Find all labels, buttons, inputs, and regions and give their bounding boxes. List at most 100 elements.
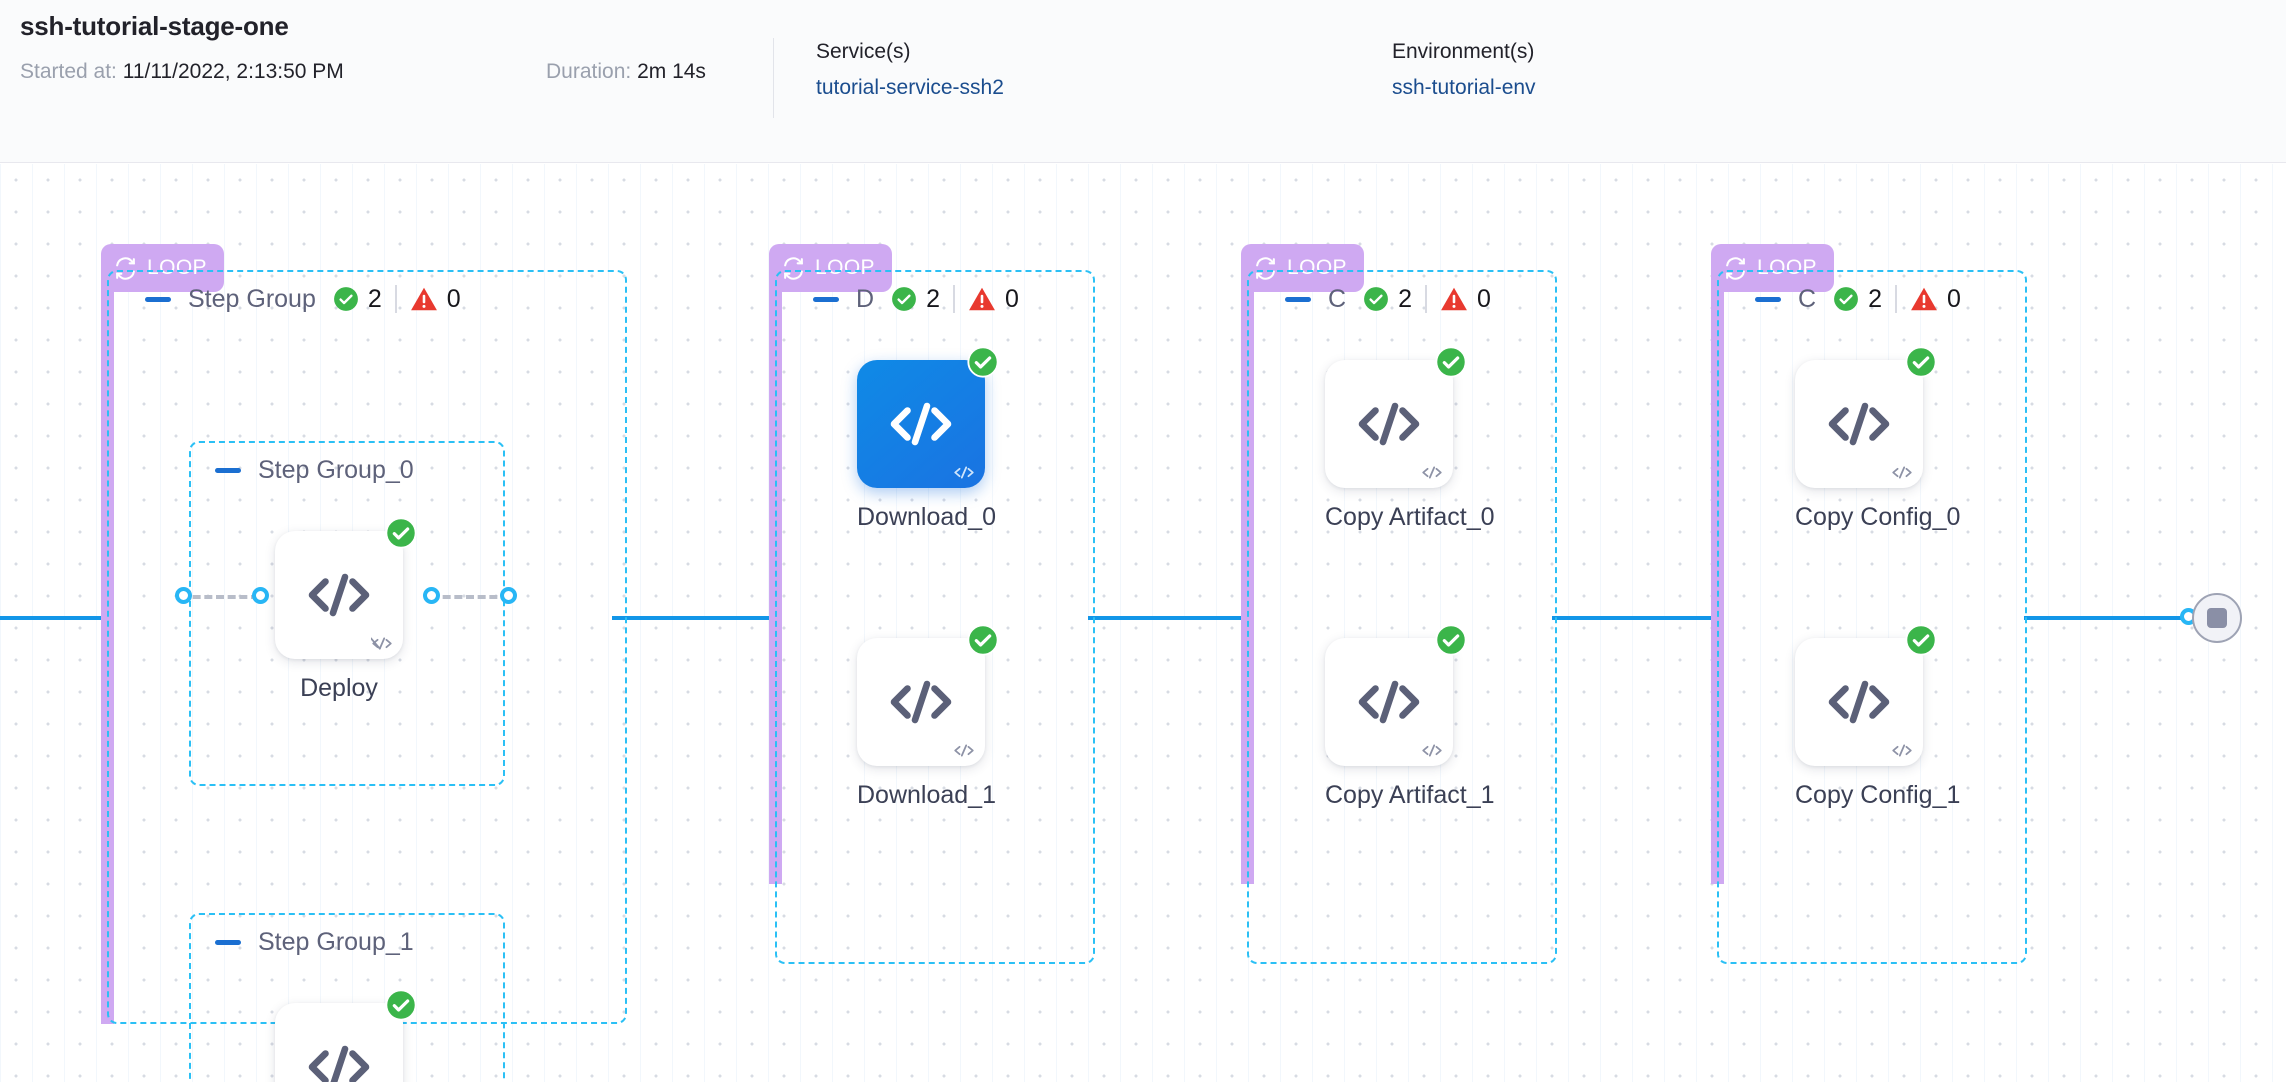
started-at-value: 11/11/2022, 2:13:50 PM	[122, 60, 344, 83]
node-label: Copy Artifact_0	[1325, 503, 1495, 531]
code-icon	[1358, 402, 1420, 446]
environments-label: Environment(s)	[1392, 40, 1535, 63]
loop-group-copy-config[interactable]: LOOP C 2	[1711, 244, 2051, 964]
group-header: C 2 0	[1719, 272, 1961, 326]
port-outer-right[interactable]	[500, 587, 517, 604]
warning-count-value: 0	[1004, 284, 1019, 313]
group-name: Step Group	[188, 284, 316, 313]
success-count: 2	[333, 285, 382, 314]
success-check-icon	[1364, 287, 1388, 311]
port-outer-left[interactable]	[175, 587, 192, 604]
pipeline-graph-canvas[interactable]: LOOP Step Group 2	[0, 164, 2286, 1082]
code-icon-small	[954, 744, 974, 757]
dashed-connector-left	[181, 595, 259, 599]
step-node-download-0[interactable]: Download_0	[857, 346, 999, 532]
code-icon	[308, 1045, 370, 1082]
node-card[interactable]	[275, 989, 417, 1082]
step-node-download-1[interactable]: Download_1	[857, 624, 999, 810]
warning-count: 0	[1910, 285, 1961, 314]
step-node-deploy-2[interactable]	[275, 989, 417, 1082]
step-node-deploy[interactable]: Deploy	[275, 517, 417, 703]
port-inner-right[interactable]	[423, 587, 440, 604]
node-card[interactable]	[1325, 346, 1467, 488]
loop-badge-label: LOOP	[1287, 256, 1347, 279]
connector-line-1	[612, 616, 772, 620]
collapse-dash-icon[interactable]	[145, 296, 171, 302]
node-label: Deploy	[300, 674, 378, 702]
end-node[interactable]	[2192, 593, 2242, 643]
services-link[interactable]: tutorial-service-ssh2	[816, 76, 1004, 99]
node-card-selected[interactable]	[857, 346, 999, 488]
sub-group-header-1: Step Group_1	[191, 915, 431, 969]
node-label: Download_0	[857, 503, 996, 531]
code-icon	[1828, 402, 1890, 446]
code-icon-small	[1422, 466, 1442, 479]
group-box[interactable]: Step Group 2 0	[107, 270, 627, 1082]
group-box[interactable]: D 2 0	[775, 270, 1095, 964]
success-check-icon	[1435, 346, 1467, 378]
warning-count: 0	[1440, 285, 1491, 314]
node-label: Copy Config_1	[1795, 781, 1961, 809]
code-icon-small	[1892, 466, 1912, 479]
count-separator	[1894, 285, 1897, 313]
success-count-value: 2	[1868, 284, 1882, 313]
node-card[interactable]	[1325, 624, 1467, 766]
node-card[interactable]	[275, 517, 417, 659]
code-icon	[1358, 680, 1420, 724]
duration-value: 2m 14s	[637, 60, 706, 83]
group-box[interactable]: C 2 0	[1247, 270, 1557, 964]
success-check-icon	[1435, 624, 1467, 656]
node-card[interactable]	[857, 624, 999, 766]
header-divider	[773, 38, 774, 118]
node-label: Copy Config_0	[1795, 503, 1961, 531]
loop-group-download[interactable]: LOOP D 2	[769, 244, 1109, 964]
port-inner-left[interactable]	[252, 587, 269, 604]
step-node-copy-config-1[interactable]: Copy Config_1	[1795, 624, 1961, 810]
sub-group-box-0[interactable]: Step Group_0	[175, 441, 517, 786]
sub-group-header-0: Step Group_0	[191, 443, 431, 497]
warning-triangle-icon	[1911, 287, 1937, 311]
code-icon-small	[954, 466, 974, 479]
sub-group-box-1[interactable]: Step Group_1	[189, 913, 505, 1082]
connector-line-end	[2024, 616, 2194, 620]
loop-badge[interactable]: LOOP	[1711, 244, 1834, 292]
loop-group-step-group[interactable]: LOOP Step Group 2	[101, 244, 641, 1082]
group-name: C	[1798, 284, 1817, 313]
count-separator	[952, 285, 955, 313]
loop-icon	[116, 256, 135, 280]
success-check-icon	[385, 517, 417, 549]
node-label: Download_1	[857, 781, 996, 809]
collapse-dash-icon[interactable]	[215, 467, 241, 473]
step-node-copy-config-0[interactable]: Copy Config_0	[1795, 346, 1961, 532]
services-column: Service(s) tutorial-service-ssh2	[816, 40, 1004, 100]
code-icon-small	[371, 637, 392, 650]
step-node-copy-artifact-1[interactable]: Copy Artifact_1	[1325, 624, 1495, 810]
collapse-dash-icon[interactable]	[813, 296, 839, 302]
collapse-dash-icon[interactable]	[1755, 296, 1781, 302]
collapse-dash-icon[interactable]	[215, 939, 241, 945]
stop-icon	[2207, 608, 2227, 628]
group-header: C 2 0	[1249, 272, 1491, 326]
warning-count-value: 0	[446, 284, 461, 313]
loop-badge[interactable]: LOOP	[769, 244, 892, 292]
group-name: D	[856, 284, 875, 313]
loop-badge[interactable]: LOOP	[101, 244, 224, 292]
group-header: Step Group 2 0	[109, 272, 461, 326]
group-name: C	[1328, 284, 1347, 313]
success-count-value: 2	[926, 284, 940, 313]
group-header: D 2 0	[777, 272, 1019, 326]
node-card[interactable]	[1795, 624, 1937, 766]
started-at-label: Started at:	[20, 60, 117, 83]
environments-link[interactable]: ssh-tutorial-env	[1392, 76, 1536, 99]
group-box[interactable]: C 2 0	[1717, 270, 2027, 964]
duration: Duration: 2m 14s	[546, 60, 706, 84]
connector-line-2	[1088, 616, 1248, 620]
loop-group-copy-artifact[interactable]: LOOP C 2	[1241, 244, 1581, 964]
count-separator	[1424, 285, 1427, 313]
loop-badge[interactable]: LOOP	[1241, 244, 1364, 292]
warning-triangle-icon	[969, 287, 995, 311]
collapse-dash-icon[interactable]	[1285, 296, 1311, 302]
step-node-copy-artifact-0[interactable]: Copy Artifact_0	[1325, 346, 1495, 532]
code-icon	[890, 680, 952, 724]
node-card[interactable]	[1795, 346, 1937, 488]
